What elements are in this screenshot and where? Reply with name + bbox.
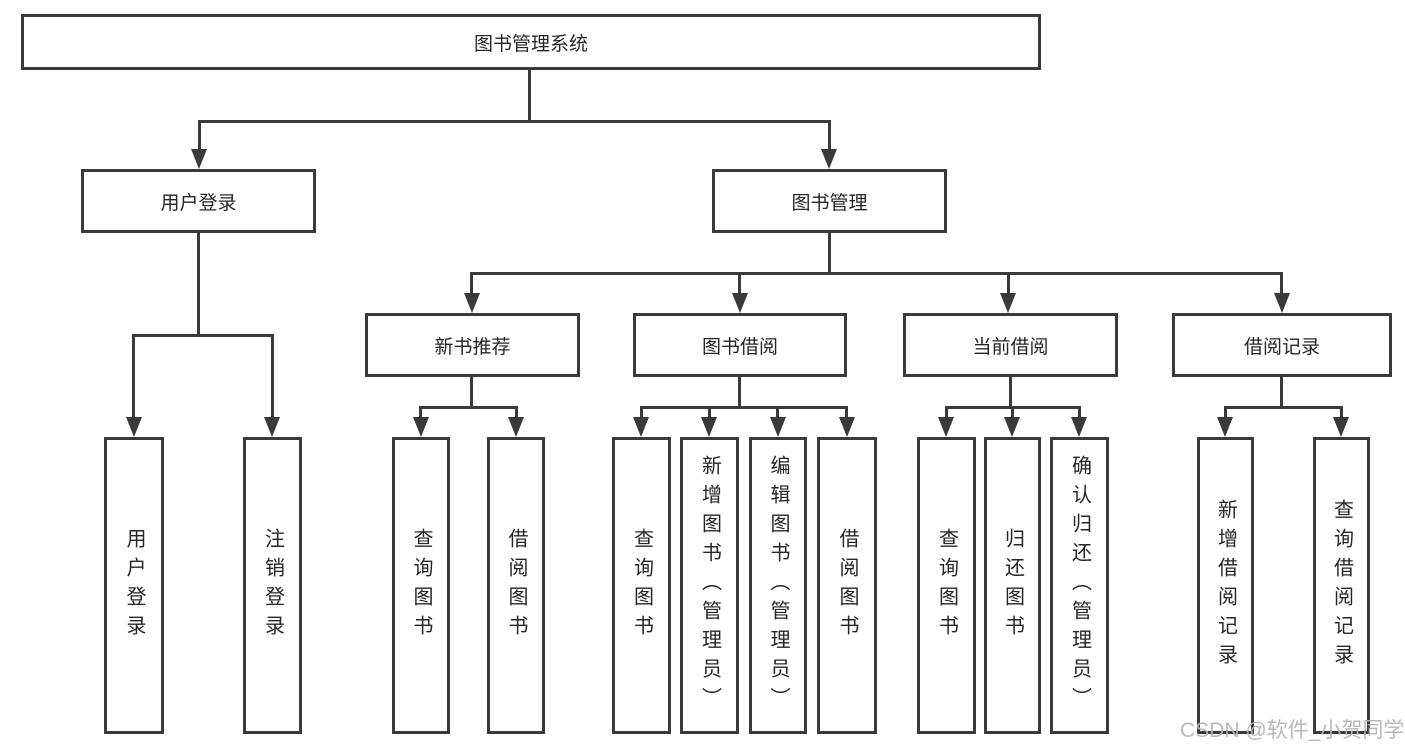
leaf-record-add-borrow-record: 新增借阅记录 [1197,437,1254,734]
leaf-borrow-edit-books-admin: 编辑图书（管理员） [749,437,807,734]
arrowhead-down-icon [1071,417,1087,437]
connector-userlogin-stem [197,233,200,337]
node-book-management-label: 图书管理 [791,192,868,214]
connector-rec-rail [419,406,518,409]
leaf-current-confirm-return-admin: 确认归还（管理员） [1050,437,1109,734]
leaf-borrow-add-books-admin-label: 新增图书（管理员） [698,455,721,716]
arrowhead-down-icon [821,149,837,169]
arrowhead-down-icon [1004,417,1020,437]
node-user-login: 用户登录 [81,169,316,233]
leaf-user-login: 用户登录 [104,437,164,734]
connector-cb-drop-3 [1078,406,1081,420]
node-borrow-record-label: 借阅记录 [1243,336,1320,358]
node-book-borrow: 图书借阅 [633,313,847,377]
node-book-borrow-label: 图书借阅 [701,336,778,358]
arrowhead-down-icon [264,417,280,437]
leaf-borrow-edit-books-admin-label: 编辑图书（管理员） [767,455,789,716]
connector-br-rail [1224,406,1343,409]
connector-cb-drop-2 [1011,406,1014,420]
connector-bookmgmt-rail [470,272,1283,275]
leaf-recommend-query-books-label: 查询图书 [410,527,432,644]
arrowhead-down-icon [508,417,524,437]
connector-bb-rail [640,406,848,409]
leaf-recommend-query-books: 查询图书 [392,437,450,734]
arrowhead-down-icon [938,417,954,437]
arrowhead-down-icon [1217,417,1233,437]
connector-root-drop-left [198,120,201,153]
node-current-borrow: 当前借阅 [903,313,1118,377]
connector-bookmgmt-drop-2 [738,272,741,296]
arrowhead-down-icon [126,417,142,437]
connector-bb-drop-1 [640,406,643,420]
leaf-record-add-borrow-record-label: 新增借阅记录 [1214,498,1237,673]
connector-bb-stem [738,377,741,408]
connector-root-drop-right [828,120,831,153]
arrowhead-down-icon [839,417,855,437]
leaf-borrow-borrow-books: 借阅图书 [817,437,877,734]
arrowhead-down-icon [1274,293,1290,313]
node-root: 图书管理系统 [21,14,1041,70]
arrowhead-down-icon [701,417,717,437]
connector-rec-drop-1 [419,406,422,420]
connector-br-drop-2 [1340,406,1343,420]
arrowhead-down-icon [413,417,429,437]
node-new-book-recommend-label: 新书推荐 [434,336,511,358]
connector-bb-drop-3 [776,406,779,420]
connector-userlogin-drop-left [132,334,135,420]
connector-root-stem [528,70,531,123]
connector-rec-stem [470,377,473,408]
leaf-borrow-query-books: 查询图书 [612,437,671,734]
leaf-borrow-add-books-admin: 新增图书（管理员） [680,437,739,734]
connector-bb-drop-4 [845,406,848,420]
leaf-recommend-borrow-books-label: 借阅图书 [505,527,527,644]
arrowhead-down-icon [1333,417,1349,437]
leaf-current-query-books-label: 查询图书 [935,527,958,644]
connector-userlogin-rail [132,334,274,337]
connector-bookmgmt-drop-3 [1007,272,1010,296]
node-borrow-record: 借阅记录 [1172,313,1392,377]
connector-br-drop-1 [1224,406,1227,420]
connector-userlogin-drop-right [271,334,274,420]
connector-root-rail [198,120,831,123]
node-user-login-label: 用户登录 [160,192,237,214]
csdn-watermark: CSDN @软件_小贺同学 [1180,719,1405,742]
connector-cb-drop-1 [945,406,948,420]
leaf-user-login-label: 用户登录 [123,527,145,644]
leaf-borrow-borrow-books-label: 借阅图书 [836,527,858,644]
leaf-record-query-borrow-record: 查询借阅记录 [1313,437,1370,734]
leaf-logout-label: 注销登录 [261,527,284,644]
connector-br-stem [1280,377,1283,408]
connector-cb-stem [1009,377,1012,408]
arrowhead-down-icon [464,293,480,313]
connector-bookmgmt-stem [828,232,831,275]
arrowhead-down-icon [732,293,748,313]
connector-bb-drop-2 [708,406,711,420]
node-root-label: 图书管理系统 [473,33,588,55]
arrowhead-down-icon [191,149,207,169]
connector-bookmgmt-drop-1 [470,272,473,296]
connector-rec-drop-2 [515,406,518,420]
arrowhead-down-icon [770,417,786,437]
leaf-borrow-query-books-label: 查询图书 [630,527,653,644]
leaf-record-query-borrow-record-label: 查询借阅记录 [1330,498,1353,673]
leaf-current-return-books-label: 归还图书 [1001,527,1024,644]
arrowhead-down-icon [1000,293,1016,313]
leaf-current-confirm-return-admin-label: 确认归还（管理员） [1068,455,1091,716]
leaf-logout: 注销登录 [243,437,302,734]
leaf-recommend-borrow-books: 借阅图书 [487,437,545,734]
leaf-current-return-books: 归还图书 [984,437,1041,734]
node-book-management: 图书管理 [712,169,947,233]
leaf-current-query-books: 查询图书 [917,437,976,734]
connector-bookmgmt-drop-4 [1280,272,1283,296]
arrowhead-down-icon [633,417,649,437]
node-new-book-recommend: 新书推荐 [365,313,580,377]
node-current-borrow-label: 当前借阅 [972,336,1049,358]
